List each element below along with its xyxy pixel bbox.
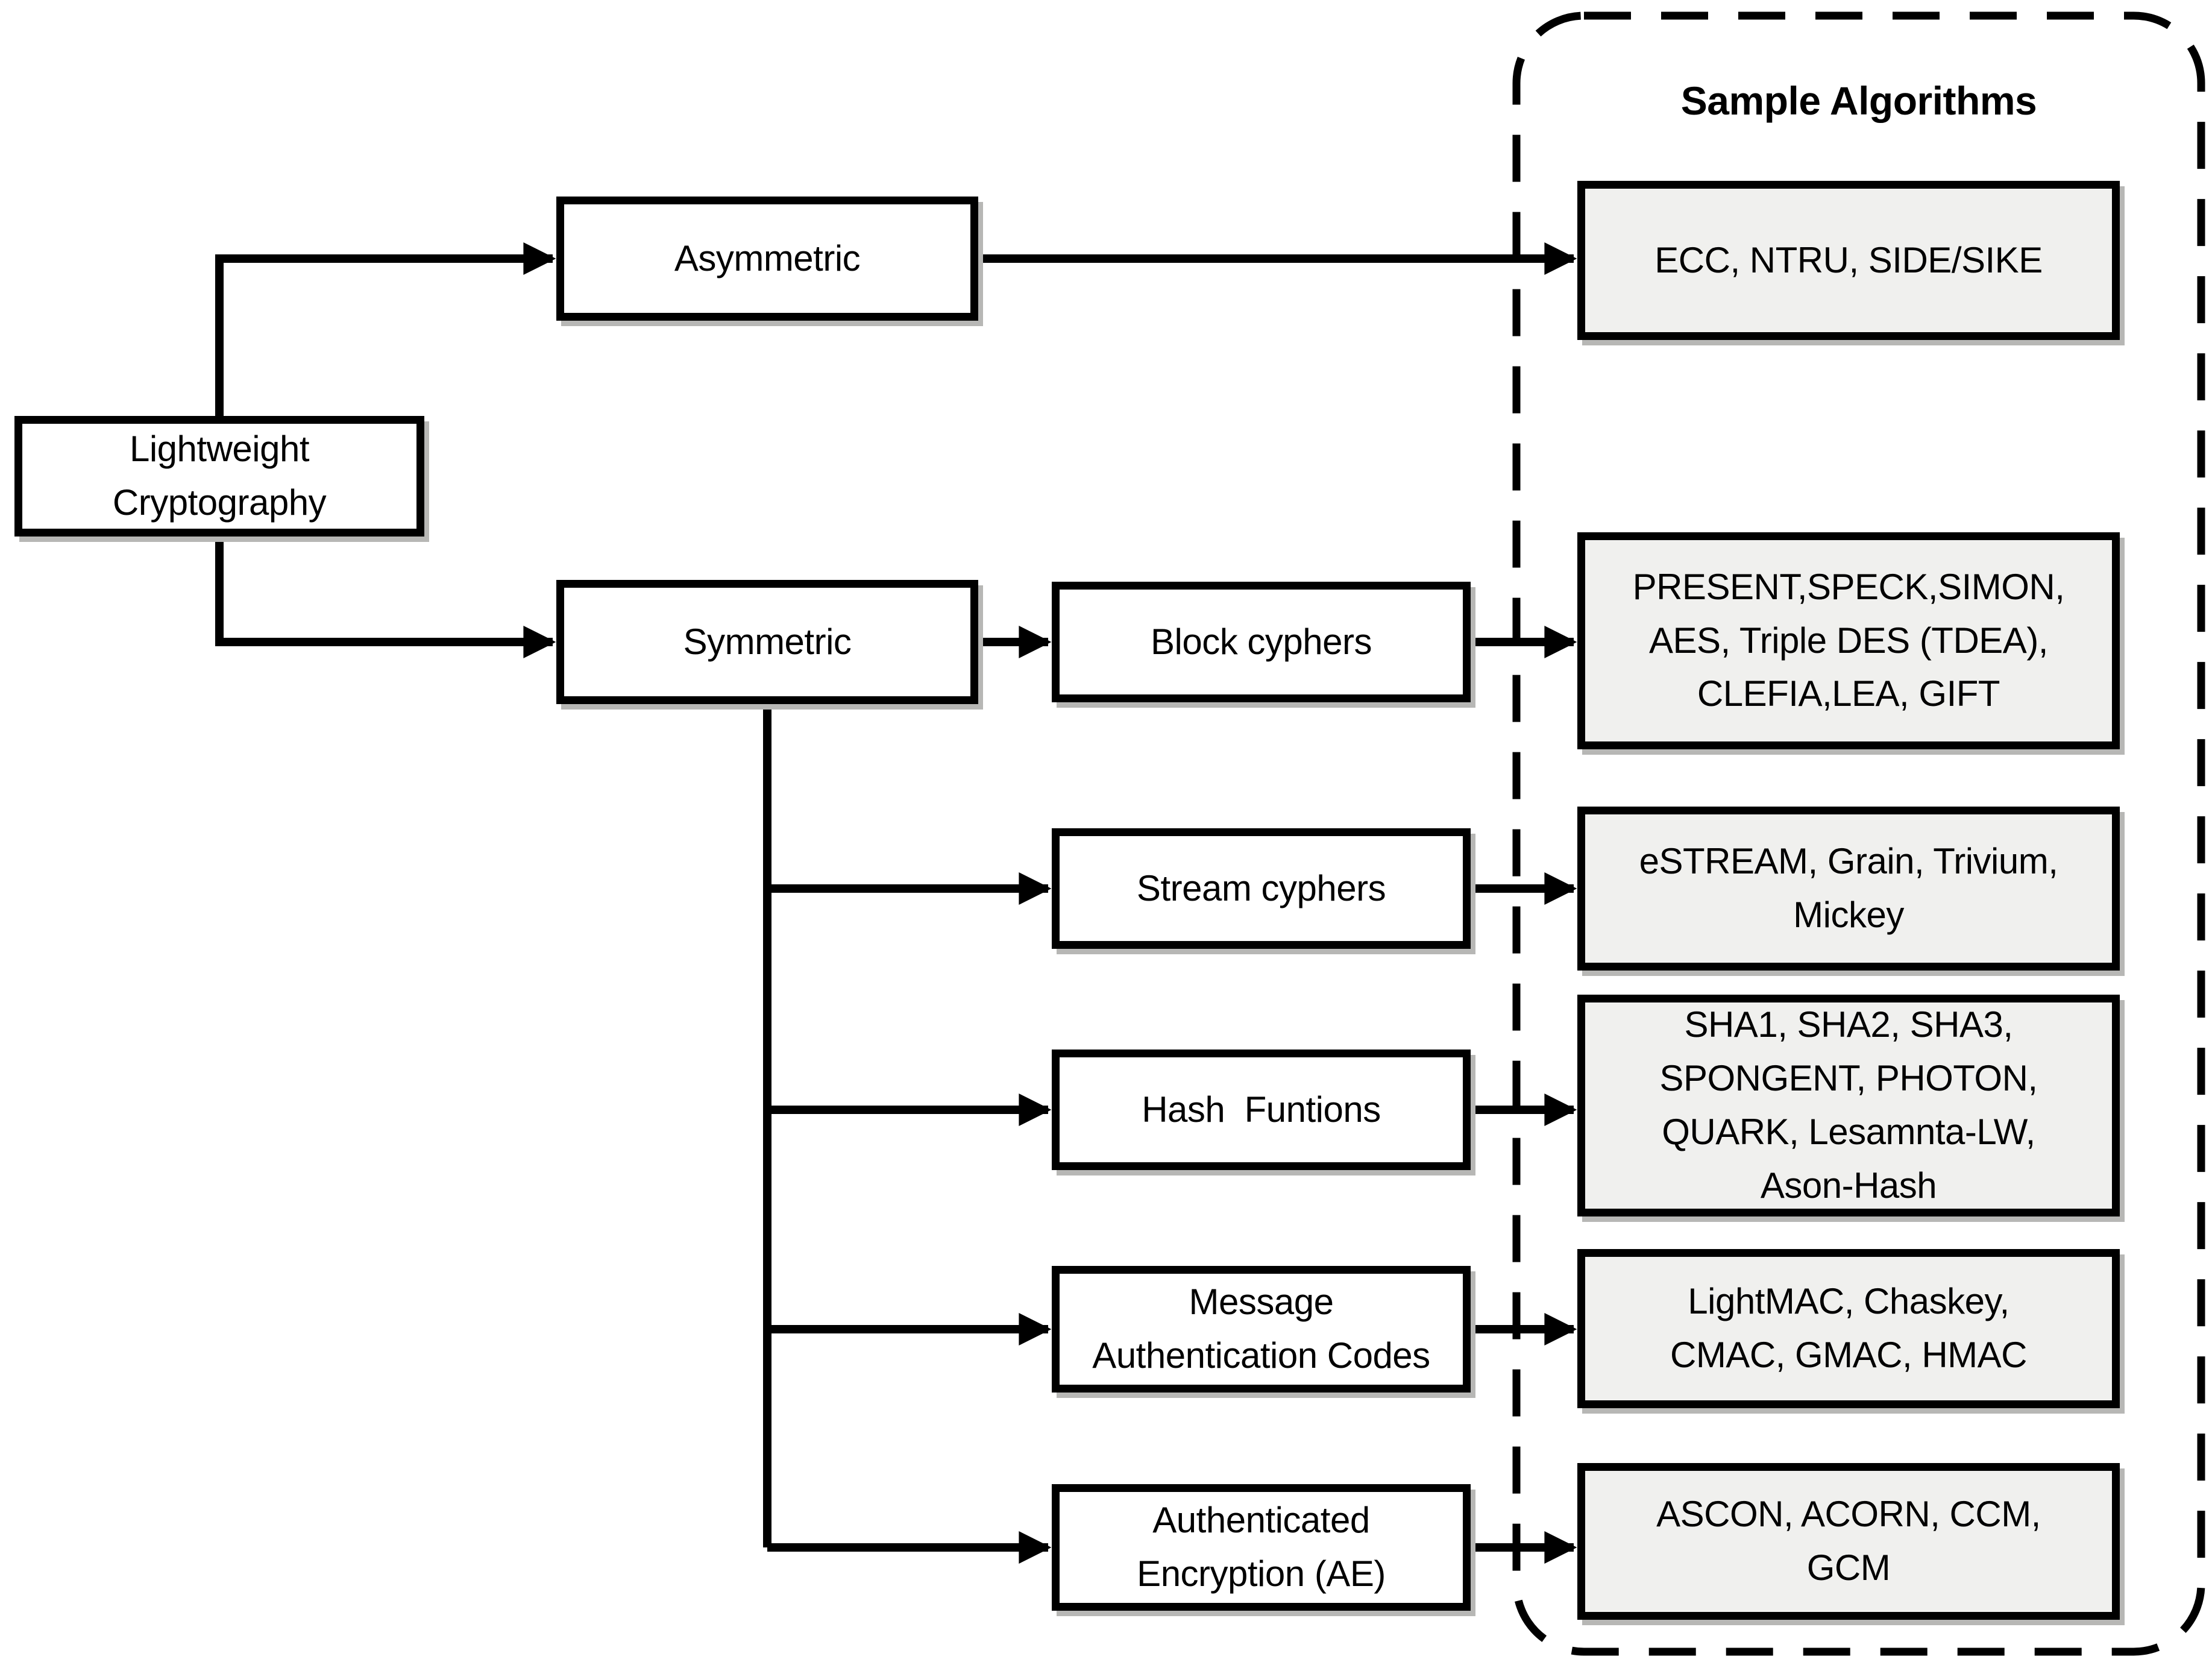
- node-authenticated-encryption-label: Authenticated Encryption (AE): [1137, 1500, 1386, 1594]
- node-message-authentication-codes: Message Authentication Codes: [1052, 1266, 1471, 1393]
- sample-box-mac: LightMAC, Chaskey, CMAC, GMAC, HMAC: [1577, 1249, 2120, 1408]
- node-lightweight-cryptography: Lightweight Cryptography: [14, 416, 424, 537]
- sample-box-block-cyphers-text: PRESENT,SPECK,SIMON, AES, Triple DES (TD…: [1632, 566, 2065, 714]
- sample-box-stream-cyphers-text: eSTREAM, Grain, Trivium, Mickey: [1639, 841, 2058, 935]
- sample-algorithms-title: Sample Algorithms: [1680, 78, 2037, 123]
- node-symmetric: Symmetric: [556, 580, 978, 704]
- sample-box-stream-cyphers: eSTREAM, Grain, Trivium, Mickey: [1577, 807, 2120, 971]
- node-symmetric-label: Symmetric: [683, 621, 852, 662]
- sample-box-asymmetric: ECC, NTRU, SIDE/SIKE: [1577, 181, 2120, 340]
- node-block-cyphers-label: Block cyphers: [1151, 621, 1372, 662]
- sample-box-asymmetric-text: ECC, NTRU, SIDE/SIKE: [1654, 239, 2043, 280]
- connector-root-to-symmetric: [215, 535, 556, 658]
- sample-box-hash-functions: SHA1, SHA2, SHA3, SPONGENT, PHOTON, QUAR…: [1577, 995, 2120, 1216]
- sample-box-block-cyphers: PRESENT,SPECK,SIMON, AES, Triple DES (TD…: [1577, 532, 2120, 749]
- node-lightweight-cryptography-label: Lightweight Cryptography: [112, 429, 327, 523]
- node-message-authentication-codes-label: Message Authentication Codes: [1092, 1282, 1430, 1376]
- sample-box-ae-text: ASCON, ACORN, CCM, GCM: [1656, 1494, 2041, 1588]
- sample-algorithms-dashed-border: [1512, 11, 2205, 1656]
- node-stream-cyphers: Stream cyphers: [1052, 828, 1471, 949]
- node-block-cyphers: Block cyphers: [1052, 582, 1471, 702]
- node-stream-cyphers-label: Stream cyphers: [1136, 867, 1386, 908]
- sample-box-ae: ASCON, ACORN, CCM, GCM: [1577, 1463, 2120, 1620]
- sample-box-mac-text: LightMAC, Chaskey, CMAC, GMAC, HMAC: [1670, 1281, 2028, 1375]
- sample-box-hash-functions-text: SHA1, SHA2, SHA3, SPONGENT, PHOTON, QUAR…: [1659, 1004, 2038, 1206]
- node-asymmetric-label: Asymmetric: [674, 238, 861, 279]
- connector-root-to-asymmetric: [215, 242, 556, 417]
- node-asymmetric: Asymmetric: [556, 197, 978, 321]
- node-hash-functions-label: Hash Funtions: [1142, 1089, 1381, 1130]
- node-hash-functions: Hash Funtions: [1052, 1050, 1471, 1170]
- node-authenticated-encryption: Authenticated Encryption (AE): [1052, 1484, 1471, 1611]
